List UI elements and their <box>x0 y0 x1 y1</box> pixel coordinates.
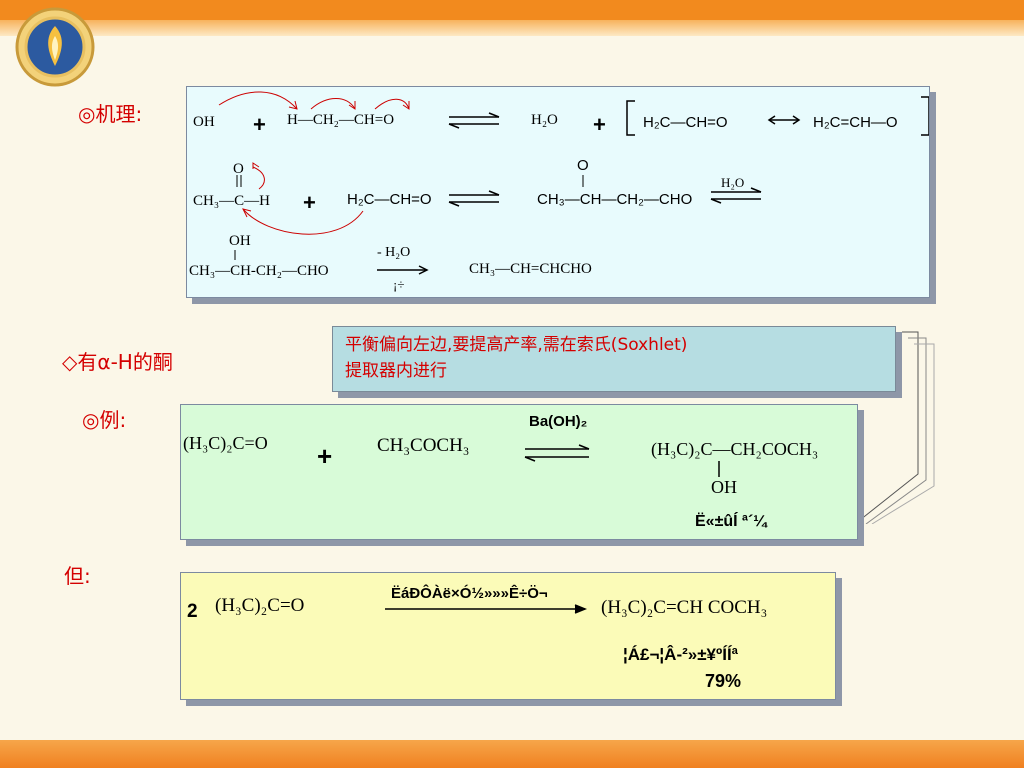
product-hydroxyl: OH <box>711 477 737 497</box>
acetone-starting-material: (H₃C)₂C=O <box>215 595 305 616</box>
but-heading: 但: <box>64 564 91 588</box>
acetone-reactant-2: CH₃COCH₃ <box>377 435 470 456</box>
aldol-hydroxyl: OH <box>229 233 251 249</box>
note-connector-lines <box>859 331 935 524</box>
stoichiometric-coefficient: 2 <box>187 601 198 622</box>
bottom-banner <box>0 740 1024 768</box>
unsaturated-ketone-label: ¦Á£¬¦Â-²»±¥ºÍÍª <box>623 645 738 664</box>
mechanism-heading: ◎机理: <box>78 102 143 126</box>
alkoxide-adduct: CH₃—CH—CH₂—CHO <box>537 191 693 208</box>
example-arrows <box>524 444 720 477</box>
note-line-2: 提取器内进行 <box>345 361 447 381</box>
plus-sign-1: + <box>253 112 266 137</box>
water-reagent: H₂O <box>721 175 745 190</box>
acetaldehyde-electrophile: CH₃—C—H <box>193 193 270 209</box>
dehydration-label: - H₂O <box>377 245 411 260</box>
top-banner <box>0 0 1024 20</box>
university-logo <box>15 7 95 87</box>
enolate-nucleophile: H₂C—CH=O <box>347 191 432 208</box>
alkoxide-oxygen: O <box>577 157 589 174</box>
mechanism-drawing <box>218 91 929 275</box>
yield-value: 79% <box>705 671 742 691</box>
carbonyl-oxygen: O <box>233 161 244 177</box>
water-product: H₂O <box>531 112 558 128</box>
example-panel: (H₃C)₂C=O + CH₃COCH₃ Ba(OH)₂ (H₃C)₂C—CH₂… <box>180 404 858 540</box>
mechanism-panel: OH + H—CH₂—CH=O H₂O + H₂C—CH=O H₂C=CH—O … <box>186 86 930 298</box>
top-banner-gradient <box>0 20 1024 36</box>
heat-label: ¡÷ <box>393 277 405 292</box>
condensation-panel: 2 (H₃C)₂C=O ËáÐÔÀë×Ó½»»»Ê÷Ö¬ (H₃C)₂C=CH … <box>180 572 836 700</box>
aldol-product: CH₃—CH-CH₂—CHO <box>189 263 329 279</box>
enolate-oxyanion: H₂C=CH—O <box>813 114 898 131</box>
mesityl-oxide-product: (H₃C)₂C=CH COCH₃ <box>601 597 768 618</box>
example-heading: ◎例: <box>82 408 127 432</box>
ion-exchange-resin-reagent: ËáÐÔÀë×Ó½»»»Ê÷Ö¬ <box>391 585 548 602</box>
condensation-arrow <box>385 604 588 614</box>
hydroxide-ion: OH <box>193 114 215 130</box>
barium-hydroxide-catalyst: Ba(OH)₂ <box>529 413 588 430</box>
crotonaldehyde: CH₃—CH=CHCHO <box>469 261 592 277</box>
acetaldehyde-structure: H—CH₂—CH=O <box>287 112 395 128</box>
acetone-reactant: (H₃C)₂C=O <box>183 433 268 453</box>
plus-sign-3: + <box>303 190 316 215</box>
plus-sign-2: + <box>593 112 606 137</box>
enolate-carbanion: H₂C—CH=O <box>643 114 728 131</box>
soxhlet-note: 平衡偏向左边,要提高产率,需在索氏(Soxhlet) 提取器内进行 <box>332 326 896 392</box>
plus-sign-4: + <box>317 441 333 471</box>
ketone-heading: ◇有α-H的酮 <box>62 350 173 374</box>
diacetone-alcohol: (H₃C)₂C—CH₂COCH₃ <box>651 439 819 459</box>
product-name-label: Ë«±ûÍ ª´¼ <box>695 513 767 530</box>
note-line-1: 平衡偏向左边,要提高产率,需在索氏(Soxhlet) <box>345 335 688 355</box>
